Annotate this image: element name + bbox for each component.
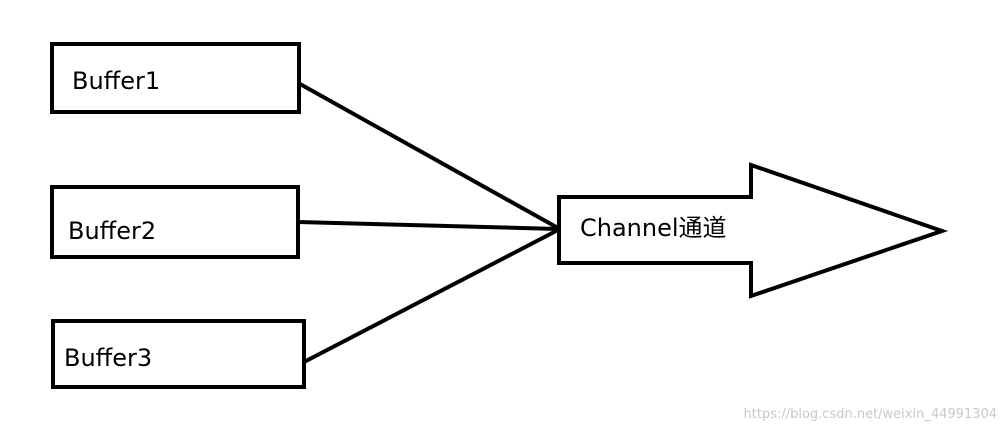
buffer3-box [51, 319, 306, 389]
buffer3-node: Buffer3 [51, 319, 306, 389]
channel-node: Channel通道 [557, 162, 949, 299]
connector-buffer3-channel [303, 228, 559, 364]
connector-buffer1-channel [299, 82, 559, 230]
buffer2-label: Buffer2 [68, 217, 156, 245]
buffer1-node: Buffer1 [50, 42, 301, 114]
buffer2-node: Buffer2 [50, 185, 300, 259]
connector-buffer2-channel [297, 220, 559, 231]
buffer2-box [50, 185, 300, 259]
channel-label: Channel通道 [580, 214, 727, 242]
channel-arrow [557, 162, 949, 299]
buffer1-label: Buffer1 [72, 67, 160, 95]
watermark-text: https://blog.csdn.net/weixin_44991304 [743, 407, 997, 422]
buffer3-label: Buffer3 [64, 344, 152, 372]
buffer1-box [50, 42, 301, 114]
